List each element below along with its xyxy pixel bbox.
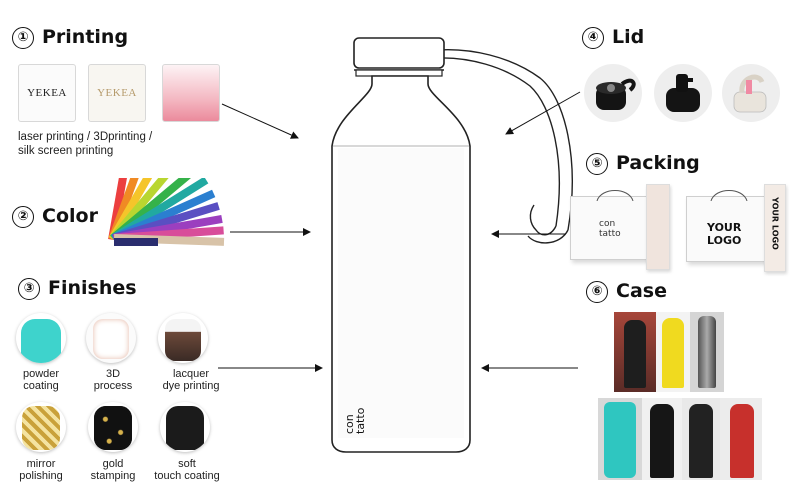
print-swatch-text-1: YEKEA [27, 87, 67, 99]
bottle-logo-line2: tatto [354, 407, 367, 434]
finish-lacquer-swatch [158, 313, 208, 363]
case-photo-dark-bottle-3 [682, 398, 720, 480]
packing-bag-your-logo: YOUR LOGO [686, 190, 772, 262]
color-fan-icon [108, 178, 225, 246]
printing-caption-line2: silk screen printing [18, 145, 114, 157]
case-photo-black-bottle-2 [642, 398, 682, 480]
finishes-heading: ③ Finishes [18, 277, 137, 300]
case-photo-yellow-bottle [656, 312, 690, 392]
case-number: ⑥ [586, 281, 608, 303]
color-number: ② [12, 206, 34, 228]
packing-box-contatto [646, 184, 670, 270]
case-title: Case [616, 280, 667, 302]
bottle-logo: con tatto [343, 394, 384, 434]
case-photo-black-bottle [614, 312, 656, 392]
bag-handle-1 [596, 190, 634, 201]
printing-number: ① [12, 27, 34, 49]
finish-mirror-polishing-swatch [16, 402, 66, 452]
lid-number: ④ [582, 27, 604, 49]
color-title: Color [42, 205, 98, 227]
case-photo-red-bottle [720, 398, 762, 480]
lid-option-straw [722, 64, 780, 122]
bag2-logo-line1: YOUR [707, 221, 742, 234]
case-heading: ⑥ Case [586, 280, 667, 303]
lid-option-loop [584, 64, 642, 122]
finish-gold-stamping-swatch [88, 402, 138, 452]
printing-title: Printing [42, 26, 129, 48]
lid-spout-icon [666, 74, 700, 112]
packing-number: ⑤ [586, 153, 608, 175]
print-swatch-3d: YEKEA [88, 64, 146, 122]
finish-soft-touch-swatch [160, 402, 210, 452]
printing-heading: ① Printing [12, 26, 128, 49]
print-swatch-text-2: YEKEA [97, 87, 137, 99]
print-swatch-silk [162, 64, 220, 122]
lid-heading: ④ Lid [582, 26, 644, 49]
case-photo-cyan-bottle [598, 398, 642, 480]
lid-loop-icon [596, 78, 636, 110]
bag2-logo-line2: LOGO [707, 234, 742, 247]
packing-heading: ⑤ Packing [586, 152, 700, 175]
color-heading: ② Color [12, 205, 98, 228]
printing-caption-line1: laser printing / 3Dprinting / [18, 131, 153, 143]
printing-caption: laser printing / 3Dprinting / silk scree… [18, 130, 152, 158]
packing-title: Packing [616, 152, 700, 174]
case-photo-steel-bottle [690, 312, 724, 392]
lid-title: Lid [612, 26, 645, 48]
finish-3d-process-swatch [86, 313, 136, 363]
print-swatch-laser: YEKEA [18, 64, 76, 122]
bag-handle-2 [710, 190, 748, 201]
finish-powder-coating-swatch [16, 313, 66, 363]
lid-straw-icon [733, 74, 767, 113]
box2-text: YOUR LOGO [770, 197, 780, 250]
bag1-logo: con tatto [599, 219, 621, 239]
lid-option-spout [654, 64, 712, 122]
finishes-number: ③ [18, 278, 40, 300]
finishes-title: Finishes [48, 277, 137, 299]
packing-box-your-logo: YOUR LOGO [764, 184, 786, 272]
